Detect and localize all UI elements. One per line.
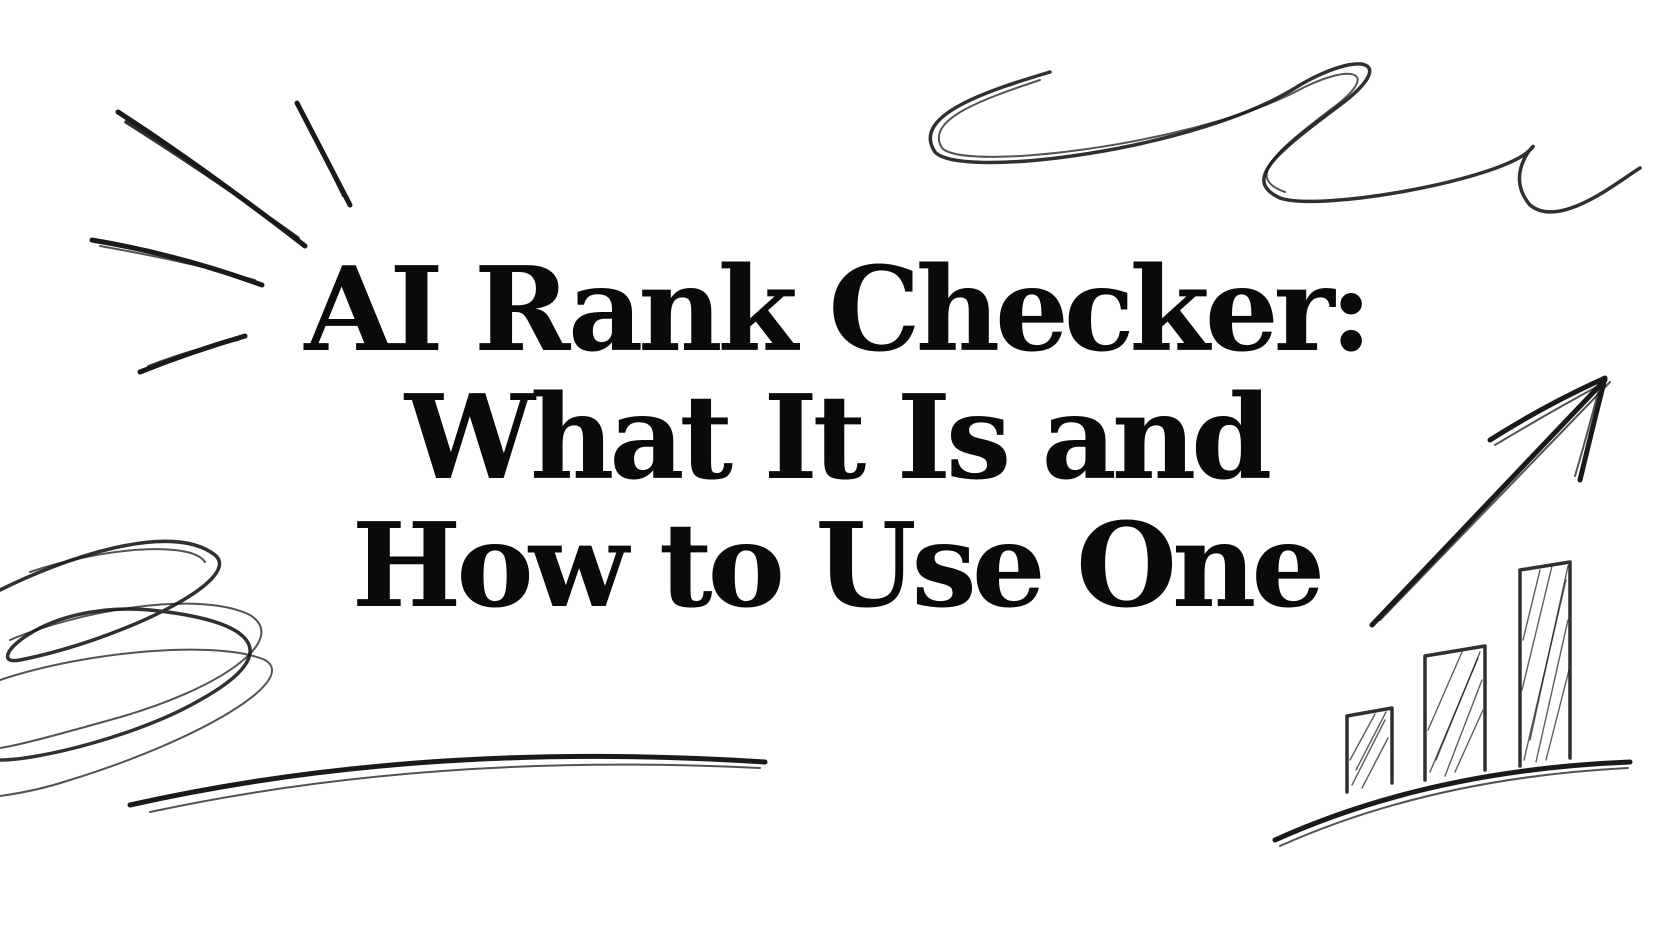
scribble-icon xyxy=(0,539,273,797)
underline-swoosh-icon xyxy=(127,753,768,813)
page-title: AI Rank Checker: What It Is and How to U… xyxy=(236,246,1436,630)
arrow-up-right-icon xyxy=(1369,375,1611,628)
title-line-2: What It Is and xyxy=(404,370,1273,506)
title-line-3: How to Use One xyxy=(351,498,1325,634)
bar-chart-icon xyxy=(1272,560,1633,847)
title-line-1: AI Rank Checker: xyxy=(304,242,1372,378)
burst-lines-icon xyxy=(89,100,353,375)
squiggle-icon xyxy=(928,62,1642,214)
